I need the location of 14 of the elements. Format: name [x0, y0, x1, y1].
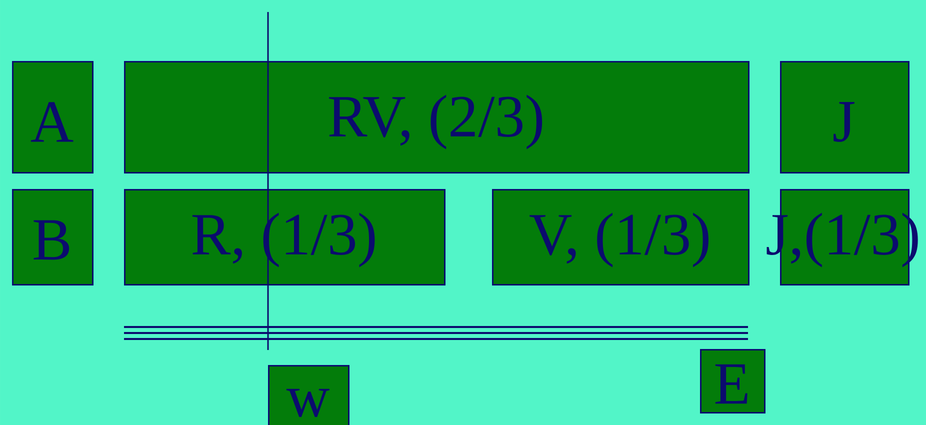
box-label: B — [34, 220, 70, 260]
label-box — [700, 348, 766, 414]
label-box — [12, 189, 94, 286]
label-box — [12, 61, 94, 174]
label-box — [124, 61, 750, 174]
box-label: E — [715, 364, 748, 404]
box-label: RV, (2/3) — [329, 94, 542, 150]
box-label: V, (1/3) — [530, 212, 708, 268]
label-box — [780, 61, 910, 174]
label-box — [492, 189, 750, 286]
box-label: J — [834, 102, 854, 142]
label-box — [268, 364, 350, 425]
box-label: A — [30, 102, 74, 142]
box-label: w — [286, 388, 330, 418]
